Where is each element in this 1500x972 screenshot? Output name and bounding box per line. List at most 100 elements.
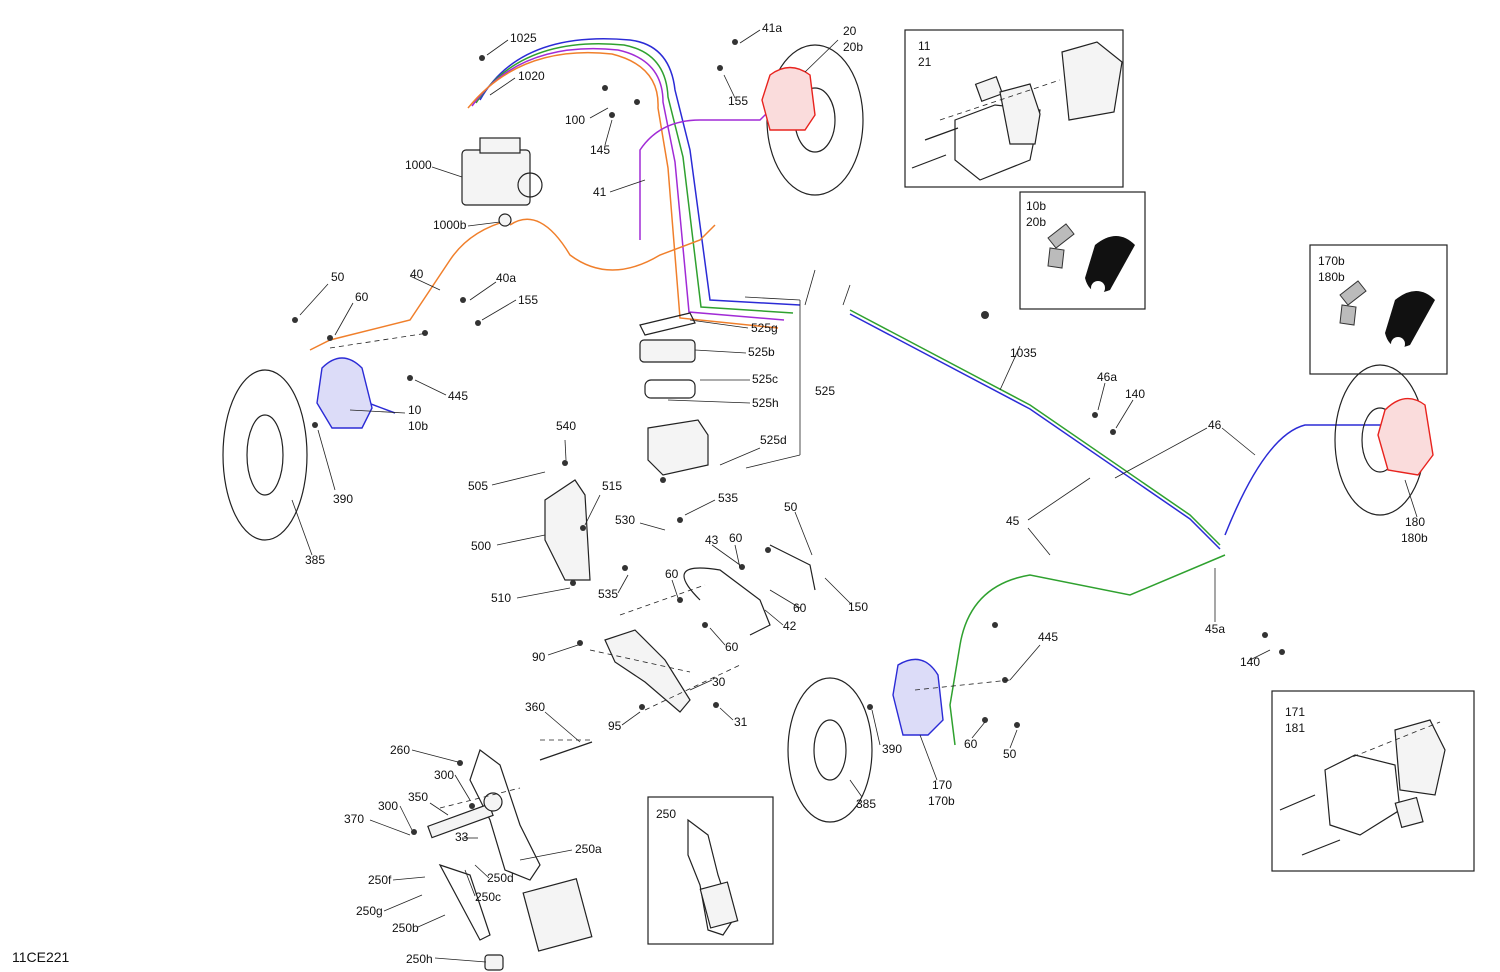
callout-label: 140 [1240,655,1260,669]
leader-lines [291,29,1418,963]
callout-label: 60 [355,290,369,304]
inset-rear-brake-pads: 171 181 [1271,690,1475,872]
rear-right-caliper [1377,397,1434,476]
callout-label: 360 [525,700,545,714]
callout-label: 350 [408,790,428,804]
callout-label: 390 [882,742,902,756]
callout-label: 60 [665,567,679,581]
inset-pedal: 250 [647,796,774,945]
callout-label: 50 [331,270,345,284]
inset-label: 170b [1318,254,1345,268]
callout-label: 300 [434,768,454,782]
callout-label: 250a [575,842,602,856]
callout-label: 530 [615,513,635,527]
callout-label: 500 [471,539,491,553]
callout-label: 145 [590,143,610,157]
callout-label: 525g [751,321,778,335]
callout-label: 41 [593,185,607,199]
callout-label: 370 [344,812,364,826]
callout-label: 1000 [405,158,432,172]
reservoir-bracket [544,479,591,581]
callout-label: 50 [784,500,798,514]
callout-label: 140 [1125,387,1145,401]
front-left-brake-disc [222,369,308,541]
callout-label: 45a [1205,622,1225,636]
inset-front-bleeder: 10b 20b [1019,191,1146,310]
callout-label: 20 [843,24,857,38]
line-break-marks [804,269,851,306]
callout-label: 260 [390,743,410,757]
callout-label: 42 [783,619,797,633]
callout-labels: 1025 1020 1000 1000b 100 145 41a 155 20 … [305,21,1428,966]
callout-label: 300 [378,799,398,813]
brake-lines [309,38,1406,746]
inset-label: 250 [656,807,676,821]
callout-label: 515 [602,479,622,493]
callout-label: 250f [368,873,392,887]
callout-label: 525d [760,433,787,447]
callout-label: 445 [1038,630,1058,644]
callout-label: 250b [392,921,419,935]
diagram-code: 11CE221 [12,949,70,965]
callout-label: 60 [964,737,978,751]
callout-label: 525 [815,384,835,398]
callout-label: 43 [705,533,719,547]
callout-label: 40 [410,267,424,281]
callout-label: 525c [752,372,778,386]
callout-label: 40a [496,271,516,285]
pedal-assembly [427,741,593,971]
callout-label: 505 [468,479,488,493]
callout-label: 1025 [510,31,537,45]
callout-label: 60 [725,640,739,654]
front-right-caliper [761,66,816,131]
callout-label: 46a [1097,370,1117,384]
callout-label: 250c [475,890,501,904]
callout-label: 150 [848,600,868,614]
callout-label: 1035 [1010,346,1037,360]
callout-label: 250g [356,904,383,918]
callout-label: 60 [793,601,807,615]
callout-label: 385 [856,797,876,811]
callout-label: 535 [718,491,738,505]
front-left-caliper [316,357,373,429]
callout-label: 1020 [518,69,545,83]
alignment-dashes [329,79,1441,809]
callout-label: 20b [843,40,863,54]
callout-label: 250h [406,952,433,966]
callout-label: 155 [518,293,538,307]
master-cylinder-reservoir [639,312,709,476]
callout-label: 540 [556,419,576,433]
callout-label: 90 [532,650,546,664]
callout-label: 46 [1208,418,1222,432]
callout-label: 390 [333,492,353,506]
callout-label: 385 [305,553,325,567]
callout-label: 525b [748,345,775,359]
rear-left-caliper [892,658,944,736]
inset-rear-bleeder: 170b 180b [1309,244,1448,375]
abs-module [461,137,543,227]
callout-label: 45 [1006,514,1020,528]
callout-label: 510 [491,591,511,605]
callout-label: 10 [408,403,422,417]
inset-label: 10b [1026,199,1046,213]
callout-label: 95 [608,719,622,733]
inset-front-brake-pads: 11 21 [904,29,1124,188]
inset-label: 171 [1285,705,1305,719]
callout-label: 31 [734,715,748,729]
inset-label: 11 [918,39,931,53]
inset-label: 21 [918,55,932,69]
callout-label: 250d [487,871,514,885]
brake-hoses-rear [683,544,816,636]
callout-label: 50 [1003,747,1017,761]
rear-left-brake-disc [787,677,873,823]
callout-label: 445 [448,389,468,403]
inset-label: 180b [1318,270,1345,284]
callout-label: 180b [1401,531,1428,545]
callout-label: 155 [728,94,748,108]
callout-label: 525h [752,396,779,410]
callout-label: 41a [762,21,782,35]
callout-label: 170 [932,778,952,792]
callout-label: 170b [928,794,955,808]
callout-label: 180 [1405,515,1425,529]
